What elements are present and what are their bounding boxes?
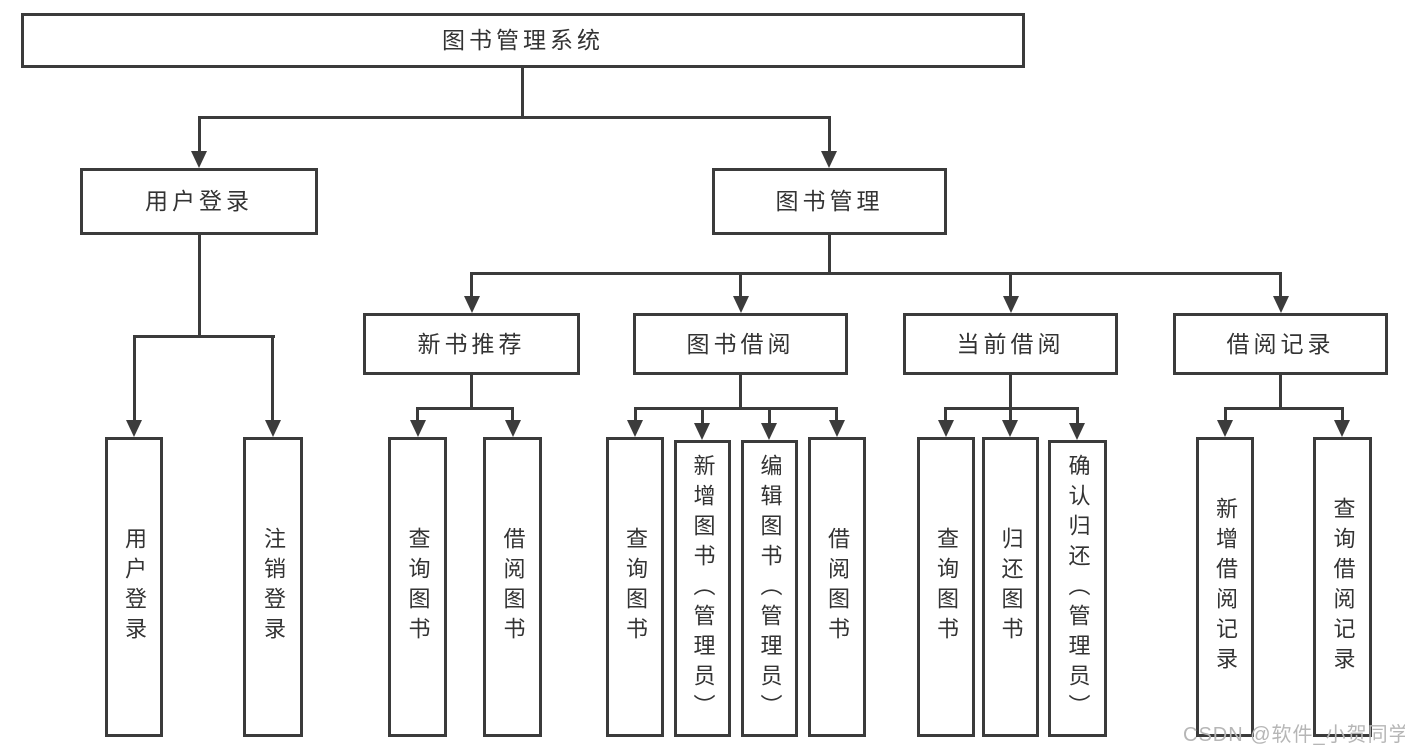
node-label: 新增图书（管理员） <box>690 453 716 724</box>
node-label: 查询图书 <box>623 527 648 647</box>
node-label: 确认归还（管理员） <box>1065 453 1091 724</box>
connector-line <box>416 407 514 410</box>
connector-line <box>521 66 524 119</box>
connector-line <box>1009 272 1012 299</box>
node-label: 用户登录 <box>122 527 147 647</box>
leaf-return-books: 归还图书 <box>982 437 1039 737</box>
arrowhead-icon <box>126 420 142 437</box>
connector-line <box>271 335 274 423</box>
connector-line <box>1076 407 1079 423</box>
arrowhead-icon <box>821 151 837 168</box>
arrowhead-icon <box>627 420 643 437</box>
node-label: 借阅记录 <box>1226 330 1335 357</box>
node-label: 注销登录 <box>261 527 286 647</box>
node-label: 图书借阅 <box>686 330 795 357</box>
node-label: 查询图书 <box>934 527 959 647</box>
node-book-borrowing: 图书借阅 <box>633 313 848 375</box>
node-library-management-system: 图书管理系统 <box>21 13 1025 68</box>
watermark: CSDN @软件_小贺同学 <box>1183 724 1405 746</box>
connector-line <box>1279 373 1282 409</box>
arrowhead-icon <box>191 151 207 168</box>
leaf-borrow-books-recommend: 借阅图书 <box>483 437 542 737</box>
arrowhead-icon <box>733 296 749 313</box>
node-user-login: 用户登录 <box>80 168 318 235</box>
leaf-query-books-current: 查询图书 <box>917 437 975 737</box>
connector-line <box>739 272 742 299</box>
connector-line <box>470 272 1282 275</box>
connector-line <box>416 407 419 423</box>
connector-line <box>511 407 514 423</box>
node-new-book-recommendation: 新书推荐 <box>363 313 580 375</box>
node-label: 图书管理系统 <box>442 27 604 53</box>
connector-line <box>1224 407 1344 410</box>
arrowhead-icon <box>464 296 480 313</box>
node-label: 借阅图书 <box>500 527 526 647</box>
node-current-borrowing: 当前借阅 <box>903 313 1118 375</box>
arrowhead-icon <box>1069 423 1085 440</box>
connector-line <box>768 407 771 423</box>
leaf-add-borrow-record: 新增借阅记录 <box>1196 437 1254 737</box>
connector-line <box>634 407 637 423</box>
node-label: 编辑图书（管理员） <box>757 453 783 724</box>
node-label: 当前借阅 <box>956 330 1065 357</box>
arrowhead-icon <box>1217 420 1233 437</box>
arrowhead-icon <box>1002 420 1018 437</box>
connector-line <box>634 407 838 410</box>
connector-line <box>470 272 473 299</box>
connector-line <box>470 373 473 409</box>
connector-line <box>133 335 136 423</box>
node-label: 新书推荐 <box>417 330 526 357</box>
node-label: 用户登录 <box>145 188 253 214</box>
node-label: 查询借阅记录 <box>1330 497 1356 677</box>
connector-line <box>198 233 201 338</box>
arrowhead-icon <box>761 423 777 440</box>
connector-line <box>1009 373 1012 409</box>
node-book-management: 图书管理 <box>712 168 947 235</box>
connector-line <box>835 407 838 423</box>
node-label: 借阅图书 <box>825 527 850 647</box>
connector-line <box>828 233 831 274</box>
node-borrowing-records: 借阅记录 <box>1173 313 1388 375</box>
leaf-borrow-books-borrowing: 借阅图书 <box>808 437 866 737</box>
arrowhead-icon <box>265 420 281 437</box>
arrowhead-icon <box>410 420 426 437</box>
leaf-query-borrow-record: 查询借阅记录 <box>1313 437 1372 737</box>
leaf-confirm-return-admin: 确认归还（管理员） <box>1048 440 1107 737</box>
connector-line <box>198 116 201 153</box>
leaf-query-books-recommend: 查询图书 <box>388 437 447 737</box>
connector-line <box>1224 407 1227 423</box>
leaf-edit-books-admin: 编辑图书（管理员） <box>741 440 798 737</box>
connector-line <box>944 407 947 423</box>
connector-line <box>701 407 704 423</box>
connector-line <box>1341 407 1344 423</box>
node-label: 归还图书 <box>998 527 1024 647</box>
arrowhead-icon <box>1334 420 1350 437</box>
node-label: 图书管理 <box>775 188 884 214</box>
arrowhead-icon <box>694 423 710 440</box>
arrowhead-icon <box>1003 296 1019 313</box>
arrowhead-icon <box>1273 296 1289 313</box>
connector-line <box>1279 272 1282 299</box>
connector-line <box>133 335 275 338</box>
node-label: 查询图书 <box>405 527 431 647</box>
connector-line <box>739 373 742 409</box>
connector-line <box>828 116 831 153</box>
leaf-query-books-borrowing: 查询图书 <box>606 437 664 737</box>
connector-line <box>1009 407 1012 423</box>
leaf-logout-login: 注销登录 <box>243 437 303 737</box>
leaf-add-books-admin: 新增图书（管理员） <box>674 440 731 737</box>
arrowhead-icon <box>829 420 845 437</box>
arrowhead-icon <box>505 420 521 437</box>
node-label: 新增借阅记录 <box>1213 497 1238 677</box>
arrowhead-icon <box>938 420 954 437</box>
leaf-user-login: 用户登录 <box>105 437 163 737</box>
connector-line <box>198 116 831 119</box>
